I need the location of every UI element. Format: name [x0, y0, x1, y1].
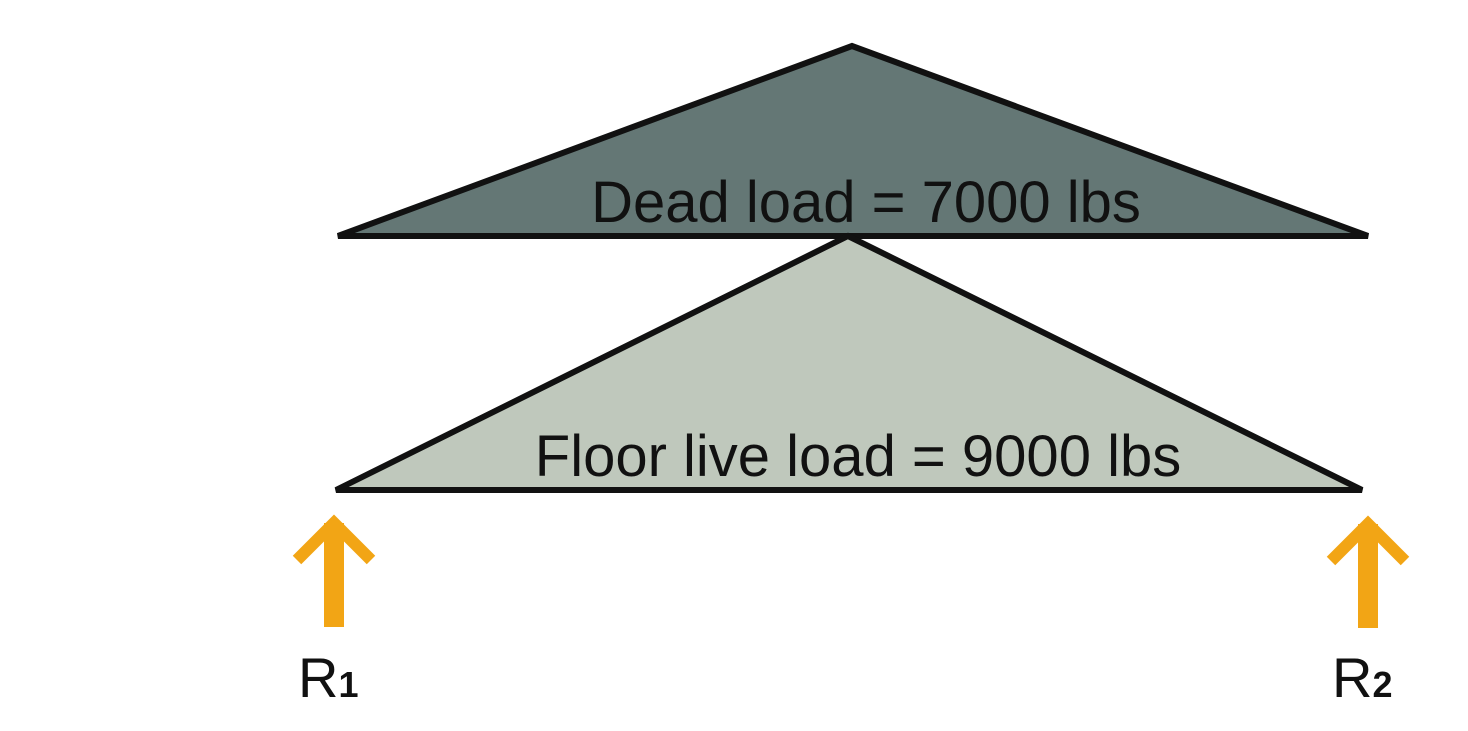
reaction-r2: R2 [1326, 515, 1410, 709]
reaction-r2-label: R2 [1332, 646, 1392, 709]
reaction-r1-base: R [298, 646, 338, 709]
reaction-r2-arrow-icon [1326, 515, 1410, 628]
reaction-r1-arrow-icon [292, 514, 376, 627]
dead-load-group: Dead load = 7000 lbs [336, 42, 1370, 239]
floor-live-load-triangle [334, 232, 1364, 493]
floor-live-load-label: Floor live load = 9000 lbs [535, 424, 1181, 489]
reaction-r2-base: R [1332, 646, 1372, 709]
reaction-r1: R1 [292, 514, 376, 709]
dead-load-label: Dead load = 7000 lbs [591, 170, 1141, 235]
reaction-r2-subscript: 2 [1372, 664, 1392, 705]
reaction-r1-label: R1 [298, 646, 358, 709]
floor-live-load-group: Floor live load = 9000 lbs [334, 232, 1364, 493]
reaction-r1-subscript: 1 [338, 664, 358, 705]
